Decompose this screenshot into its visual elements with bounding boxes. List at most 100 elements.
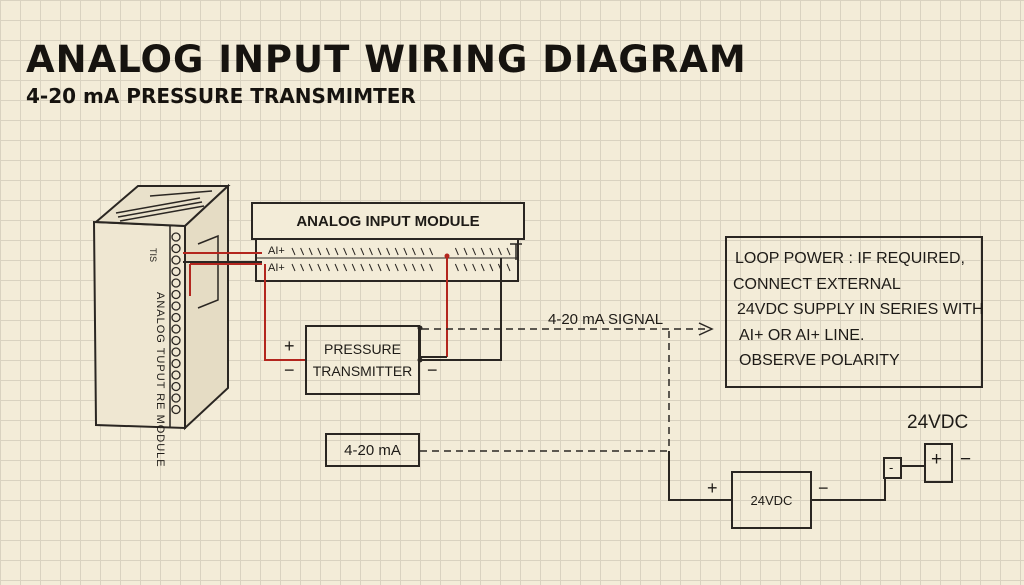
black-wires [183, 258, 502, 361]
note-line: LOOP POWER : IF REQUIRED, [735, 250, 965, 267]
terminal-tick [480, 247, 485, 256]
terminal-tick [506, 263, 511, 272]
terminal-screw-icon [171, 278, 181, 288]
terminal-tick [386, 247, 391, 256]
terminal-tick [472, 247, 477, 256]
terminal-screw-icon [171, 358, 181, 369]
terminal-tick [420, 247, 425, 256]
terminal-tick [377, 247, 382, 256]
note-line: AI+ OR AI+ LINE. [739, 327, 865, 344]
transmitter-minus-right: − [427, 360, 438, 380]
battery-small-minus: - [889, 460, 894, 475]
plc-top-label: TIS [148, 248, 158, 263]
terminal-ai-neg: AI+ [268, 262, 285, 274]
transmitter-minus: − [284, 360, 295, 380]
terminal-screw-icon [171, 347, 181, 357]
terminal-tick [343, 263, 348, 272]
terminal-tick [394, 263, 399, 272]
terminal-tick [472, 263, 477, 272]
terminal-tick [403, 263, 408, 272]
terminal-tick [308, 247, 313, 256]
terminal-tick [386, 263, 391, 272]
terminal-screw-icon [171, 324, 181, 334]
module-outline [251, 202, 525, 282]
terminal-screw-icon [171, 335, 181, 346]
terminal-tick [368, 247, 373, 256]
terminal-tick [334, 263, 339, 272]
terminal-screw-icon [171, 312, 181, 323]
diagram-subtitle: 4-20 mA PRESSURE TRANSMIMTER [26, 84, 416, 108]
terminal-tick [489, 263, 494, 272]
terminal-tick [463, 247, 468, 256]
terminal-tick [360, 263, 365, 272]
terminal-screw-icon [171, 255, 181, 265]
terminal-tick [308, 263, 313, 272]
terminal-tick [454, 263, 459, 272]
transmitter-label-line1: PRESSURE [323, 341, 402, 357]
terminal-tick [489, 247, 494, 256]
transmitter-plus: + [284, 336, 295, 356]
terminal-tick [429, 263, 434, 272]
terminal-tick [497, 247, 502, 256]
terminal-tick [317, 263, 322, 272]
module-title: ANALOG INPUT MODULE [296, 212, 480, 230]
supply-loop [668, 443, 953, 501]
signal-dashed-lines [420, 328, 706, 452]
terminal-tick [334, 247, 339, 256]
terminal-screw-icon [171, 370, 181, 380]
signal-source-label: 4-20 mA [344, 441, 401, 459]
terminal-tick [394, 247, 399, 256]
terminal-tick [368, 263, 373, 272]
terminal-tick [403, 247, 408, 256]
terminal-screw-icon [171, 266, 181, 277]
terminal-tick [506, 247, 511, 256]
terminal-tick [411, 263, 416, 272]
supply-label: 24VDC [750, 492, 793, 508]
battery-plus: + [931, 449, 943, 470]
terminal-tick [351, 263, 356, 272]
red-wire-node [444, 253, 450, 259]
terminal-tick [300, 263, 305, 272]
terminal-tick [291, 247, 296, 256]
battery-minus: − [960, 449, 972, 470]
terminal-tick [300, 247, 305, 256]
battery-label: 24VDC [907, 412, 969, 433]
note-line: OBSERVE POLARITY [739, 352, 900, 369]
pressure-transmitter: PRESSURE TRANSMITTER [305, 325, 420, 395]
terminal-screw-icon [171, 404, 181, 415]
terminal-tick [325, 247, 330, 256]
terminal-tick [317, 247, 322, 256]
terminal-screw-icon [171, 232, 181, 242]
terminal-screw-icon [171, 381, 181, 392]
loop-power-note: LOOP POWER : IF REQUIRED, CONNECT EXTERN… [725, 236, 984, 388]
signal-source-box: 4-20 mA [325, 433, 420, 467]
terminal-tick [420, 263, 425, 272]
terminal-tick [360, 247, 365, 256]
terminal-tick [411, 247, 416, 256]
plc-terminal-screws [171, 232, 181, 415]
supply-plus: + [707, 478, 718, 498]
terminal-screw-icon [171, 289, 181, 300]
plc-chassis [92, 183, 231, 431]
terminal-tick [429, 247, 434, 256]
terminal-tick [325, 263, 330, 272]
terminal-tick [377, 263, 382, 272]
supply-minus: − [818, 478, 829, 498]
terminal-ai-pos: AI+ [268, 245, 285, 257]
terminal-tick [351, 247, 356, 256]
terminal-screw-icon [171, 301, 181, 311]
signal-arrow-icon [698, 322, 714, 336]
red-wires [183, 252, 448, 361]
terminal-screw-icon [171, 243, 181, 254]
signal-label: 4-20 mA SIGNAL [548, 311, 664, 328]
supply-box: 24VDC [731, 471, 812, 529]
terminal-screw-icon [171, 393, 181, 403]
note-line: 24VDC SUPPLY IN SERIES WITH [737, 301, 984, 318]
terminal-tick [480, 263, 485, 272]
terminal-tick [291, 263, 296, 272]
terminal-tick [454, 247, 459, 256]
transmitter-label-line2: TRANSMITTER [312, 363, 413, 379]
note-line: CONNECT EXTERNAL [733, 276, 901, 293]
plc-side-label: ANALOG TUPUT RE MODULE [154, 292, 166, 468]
